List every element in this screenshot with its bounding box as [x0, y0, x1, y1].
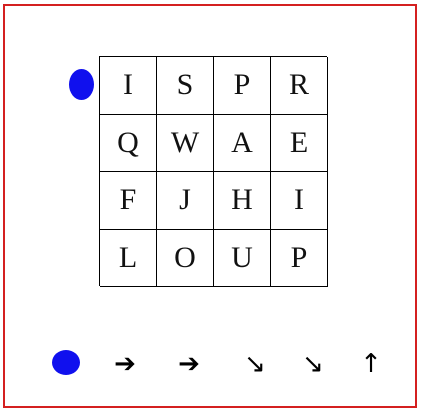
grid-cell-r3-c1: F: [100, 172, 157, 230]
arrow-down-right-icon: ↘: [244, 349, 266, 379]
grid-cell-r2-c3: A: [214, 114, 271, 172]
grid-cell-r4-c4: P: [271, 229, 328, 287]
grid-cell-r3-c3: H: [214, 172, 271, 230]
puzzle-frame: [3, 4, 417, 408]
grid-cell-r1-c4: R: [271, 57, 328, 115]
arrow-up-icon: ↑: [360, 349, 382, 379]
arrow-down-right-icon: ↘: [302, 349, 324, 379]
grid-cell-r4-c3: U: [214, 229, 271, 287]
grid-cell-r2-c4: E: [271, 114, 328, 172]
grid-cell-r3-c4: I: [271, 172, 328, 230]
grid-cell-r1-c3: P: [214, 57, 271, 115]
grid-cell-r4-c2: O: [157, 229, 214, 287]
grid-cell-r1-c1: I: [100, 57, 157, 115]
grid-cell-r4-c1: L: [100, 229, 157, 287]
arrow-right-icon: ➔: [114, 349, 136, 379]
move-sequence: ➔ ➔ ↘ ↘ ↑: [0, 345, 428, 385]
arrow-right-icon: ➔: [178, 349, 200, 379]
grid-cell-r2-c1: Q: [100, 114, 157, 172]
row-start-marker: [69, 69, 94, 100]
grid-cell-r2-c2: W: [157, 114, 214, 172]
sequence-start-marker: [52, 350, 80, 375]
grid-cell-r1-c2: S: [157, 57, 214, 115]
grid-cell-r3-c2: J: [157, 172, 214, 230]
